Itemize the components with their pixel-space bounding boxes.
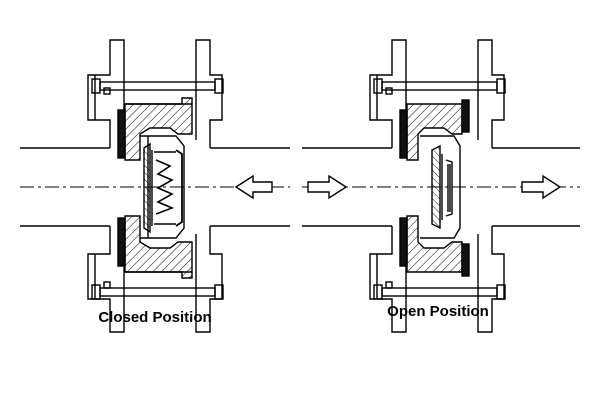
open-spring bbox=[445, 159, 453, 217]
closed-bottom-gasket bbox=[117, 217, 126, 267]
open-pipe bbox=[302, 147, 580, 227]
closed-spring bbox=[155, 159, 175, 215]
open-right-bottom-gasket bbox=[461, 243, 470, 277]
closed-top-bolt bbox=[91, 78, 224, 95]
closed-position-label: Closed Position bbox=[98, 309, 211, 326]
closed-pipe bbox=[20, 147, 290, 227]
open-right-top-gasket bbox=[461, 99, 470, 133]
open-valve-body bbox=[406, 103, 463, 273]
closed-flow-arrow-left bbox=[234, 174, 273, 200]
closed-bottom-bolt bbox=[91, 281, 224, 300]
closed-valve-view bbox=[20, 39, 290, 333]
open-top-bolt bbox=[373, 78, 506, 95]
closed-disc bbox=[143, 142, 153, 234]
closed-top-gasket bbox=[117, 109, 126, 159]
open-flow-arrow-inlet bbox=[307, 174, 348, 200]
open-valve-view bbox=[302, 39, 580, 333]
open-bottom-gasket bbox=[399, 217, 408, 267]
closed-spring-retainer bbox=[154, 149, 183, 227]
open-bottom-bolt bbox=[373, 281, 506, 300]
closed-valve-body bbox=[124, 97, 193, 279]
open-flow-arrow-outlet bbox=[521, 174, 562, 200]
open-position-label: Open Position bbox=[387, 303, 489, 320]
open-top-gasket bbox=[399, 109, 408, 159]
